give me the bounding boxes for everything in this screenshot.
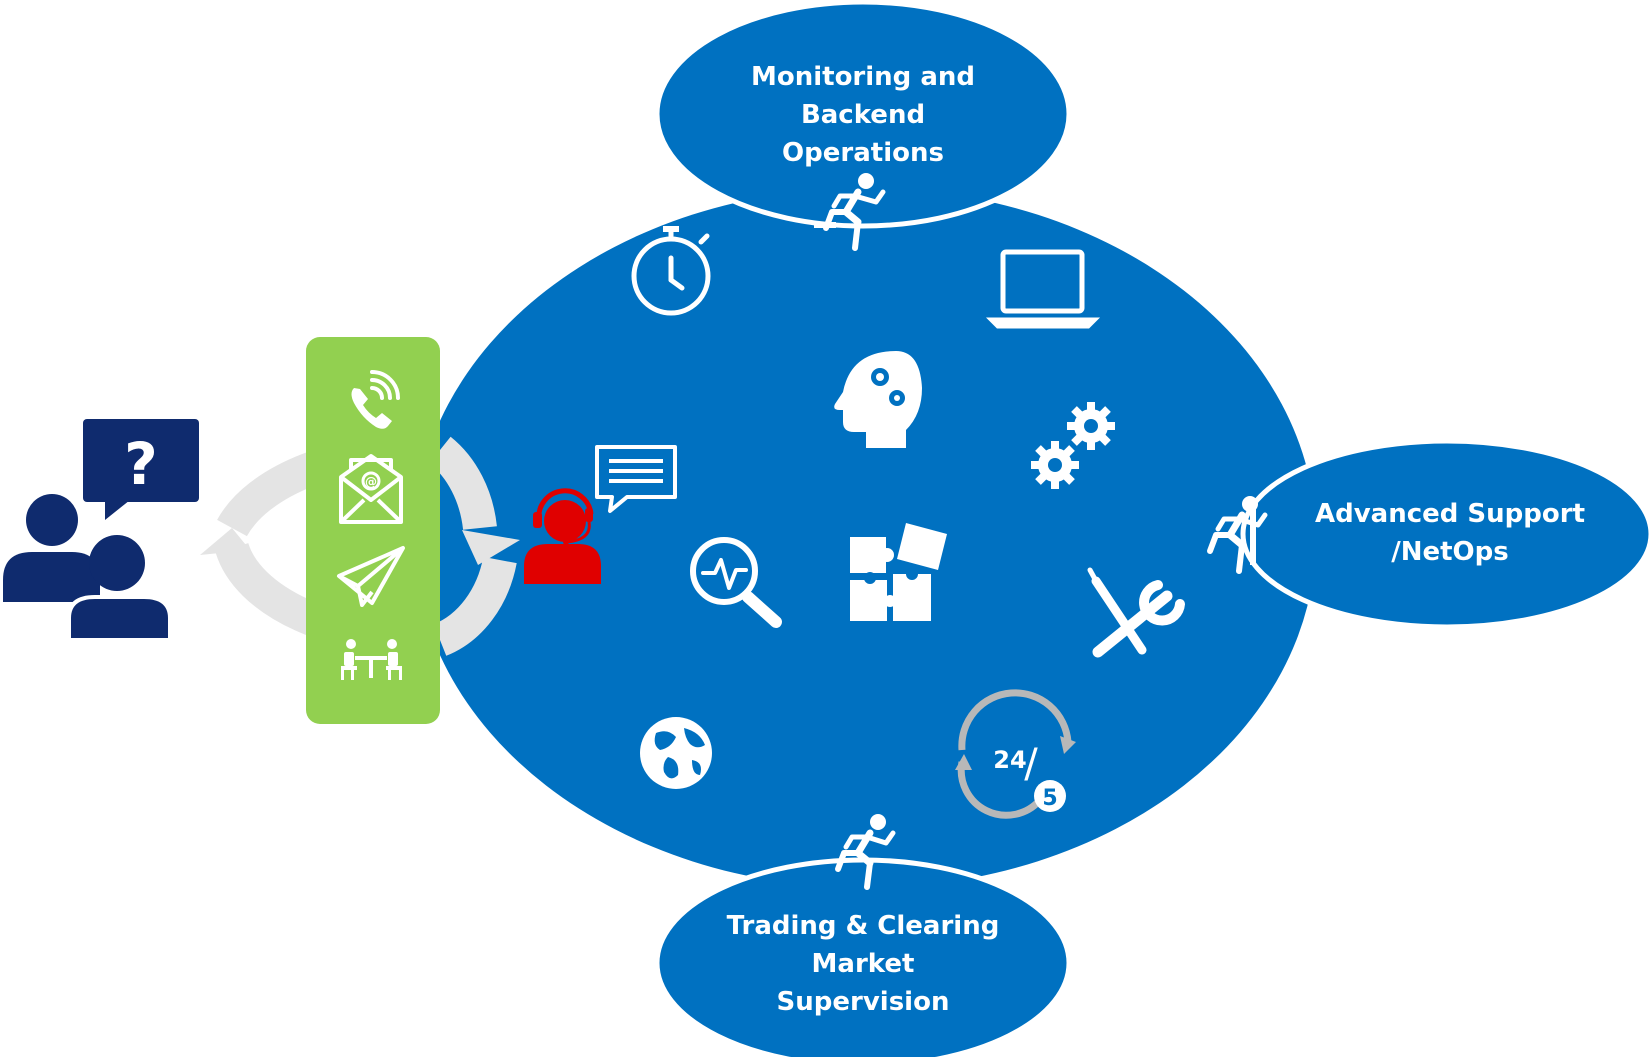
runner-icon-right	[1207, 496, 1268, 574]
satellite-bottom-line-1: Trading & Clearing	[727, 911, 1000, 941]
gears-icon	[1031, 402, 1115, 489]
runner-icon-bottom	[835, 814, 896, 890]
meeting-icon	[341, 639, 402, 680]
support-agent-icon	[524, 488, 601, 584]
schedule-24-5-icon: 24 / 5	[955, 689, 1076, 819]
badge-slash: /	[1024, 741, 1038, 787]
badge-24: 24	[993, 746, 1026, 774]
question-mark: ?	[124, 430, 158, 498]
stopwatch-icon	[631, 226, 711, 316]
satellite-bottom-line-3: Supervision	[777, 987, 950, 1017]
svg-text:@: @	[365, 475, 377, 489]
satellite-bottom-line-2: Market	[812, 949, 915, 979]
satellite-right-ellipse	[1240, 438, 1652, 630]
badge-5: 5	[1042, 786, 1057, 811]
satellite-right-line-2: /NetOps	[1391, 537, 1509, 567]
puzzle-icon	[850, 523, 947, 621]
laptop-icon	[985, 249, 1101, 329]
satellite-right-line-1: Advanced Support	[1315, 499, 1585, 529]
customer-group-icon	[3, 419, 199, 642]
runner-icon-top	[814, 173, 886, 251]
phone-icon	[351, 370, 400, 429]
tools-icon	[1087, 567, 1185, 658]
paper-plane-icon	[337, 546, 405, 607]
analytics-magnifier-icon	[690, 537, 782, 628]
channel-panel	[306, 337, 440, 724]
satellite-top-line-1: Monitoring and	[751, 62, 975, 92]
globe-icon	[640, 717, 712, 789]
email-icon: @	[339, 454, 403, 524]
head-gears-icon	[834, 351, 922, 448]
satellite-top-ellipse	[654, 0, 1072, 229]
satellite-top-line-2: Backend	[801, 100, 925, 130]
satellite-top-line-3: Operations	[782, 138, 944, 168]
chat-bubble-icon	[595, 445, 677, 513]
